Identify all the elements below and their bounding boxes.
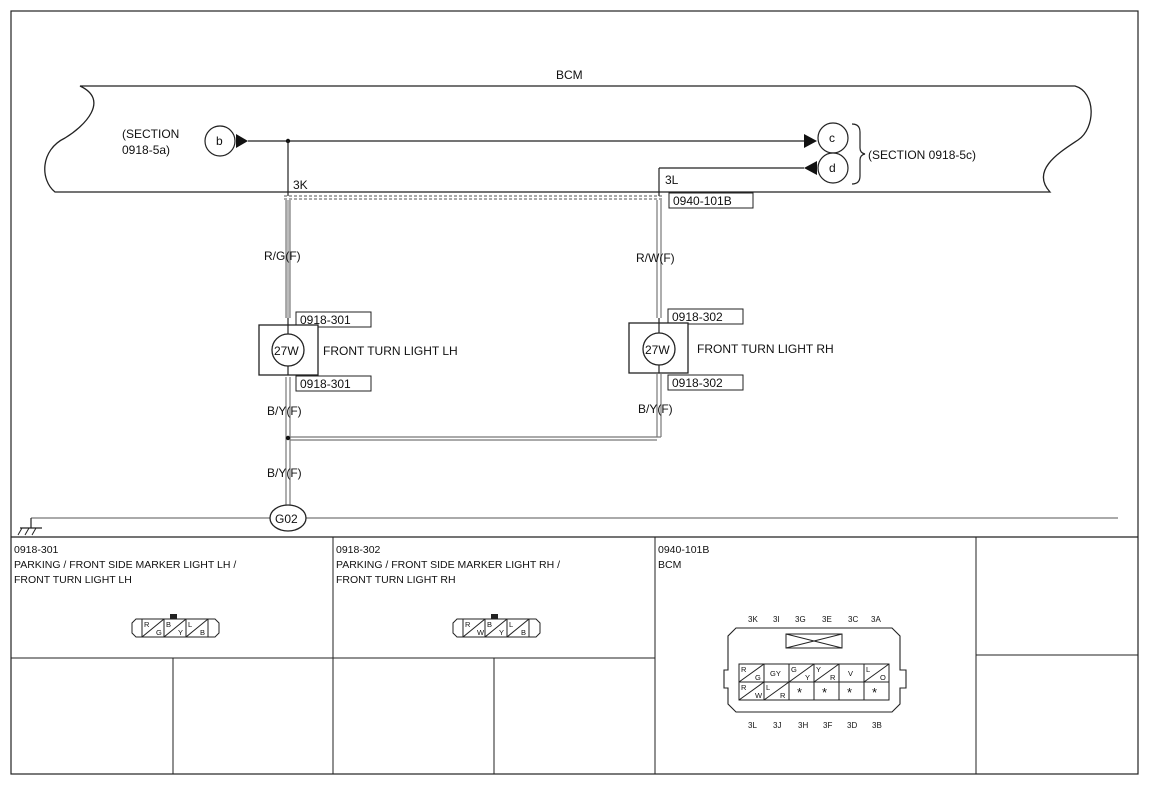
arrow-d-icon [804,161,817,175]
ground-g02-circle [269,504,307,532]
connector2-name-2: FRONT TURN LIGHT RH [336,574,456,586]
section-right-label: (SECTION 0918-5c) [868,148,976,162]
connector3-name: BCM [658,559,681,571]
right-wire-top-label: R/W(F) [636,251,675,265]
diagram-frame [10,10,1139,775]
svg-text:3L: 3L [748,721,757,730]
right-conn-bottom-box [667,374,744,391]
svg-text:L: L [188,620,192,629]
svg-text:B: B [166,620,171,629]
svg-text:R: R [465,620,471,629]
svg-text:R: R [830,673,836,682]
ground-g02-label: G02 [275,512,298,526]
bcm-top-pin-labels: 3K 3I 3G 3E 3C 3A [748,615,881,624]
connector1-name: PARKING / FRONT SIDE MARKER LIGHT LH / [14,559,236,571]
arrow-b-icon [236,134,248,148]
connector1-face: R G B Y L B [131,614,220,638]
connector2-name: PARKING / FRONT SIDE MARKER LIGHT RH / [336,559,560,571]
connector-d-label: d [829,161,836,175]
svg-text:3H: 3H [798,721,808,730]
right-bulb-label: 27W [645,343,670,357]
right-conn-bottom-label: 0918-302 [672,376,723,390]
svg-text:R: R [780,691,786,700]
svg-text:3D: 3D [847,721,857,730]
connector-b-circle [204,125,236,157]
svg-text:O: O [880,673,886,682]
svg-text:GY: GY [770,669,781,678]
left-wire-top-label: R/G(F) [264,249,301,263]
svg-text:3F: 3F [823,721,832,730]
connector-b-label: b [216,134,223,148]
svg-text:*: * [872,685,877,700]
right-conn-top-box [667,308,744,325]
svg-text:3G: 3G [795,615,806,624]
junction-dot [285,435,291,441]
svg-text:L: L [766,683,770,692]
svg-text:Y: Y [499,628,504,637]
bcm-bottom-pin-labels: 3L 3J 3H 3F 3D 3B [748,721,882,730]
bcm-module-outline [44,85,1092,193]
connector2-id: 0918-302 [336,544,381,556]
svg-text:Y: Y [816,665,821,674]
arrow-c-icon [804,134,817,148]
svg-text:R: R [741,683,747,692]
svg-text:V: V [848,669,853,678]
svg-text:R: R [144,620,150,629]
svg-text:3J: 3J [773,721,781,730]
ground-wire-label: B/Y(F) [267,466,302,480]
connector-d-circle [817,152,849,184]
svg-text:Y: Y [178,628,183,637]
left-conn-bottom-box [295,375,372,392]
svg-text:*: * [847,685,852,700]
svg-text:G: G [156,628,162,637]
svg-text:R: R [741,665,747,674]
svg-text:3K: 3K [748,615,758,624]
left-conn-top-box [295,311,372,328]
svg-text:G: G [791,665,797,674]
svg-text:*: * [797,685,802,700]
svg-text:G: G [755,673,761,682]
section-left-label: (SECTION [122,127,179,141]
left-bulb-label: 27W [274,344,299,358]
connector3-face: 3K 3I 3G 3E 3C 3A R G GY G Y Y R V L [723,615,907,730]
left-conn-bottom-label: 0918-301 [300,377,351,391]
connector1-id: 0918-301 [14,544,59,556]
right-lamp-label: FRONT TURN LIGHT RH [697,342,834,356]
svg-text:B: B [521,628,526,637]
svg-text:3A: 3A [871,615,881,624]
left-lamp-label: FRONT TURN LIGHT LH [323,344,458,358]
svg-text:3C: 3C [848,615,858,624]
svg-text:W: W [755,691,763,700]
svg-text:L: L [509,620,513,629]
section-left-label-2: 0918-5a) [122,143,170,157]
connector-id-label: 0940-101B [673,194,732,208]
right-conn-top-label: 0918-302 [672,310,723,324]
section-brace [851,123,866,185]
connector-c-label: c [829,131,835,145]
connector-id-box [668,192,754,209]
svg-text:3I: 3I [773,615,780,624]
svg-text:B: B [200,628,205,637]
left-conn-top-label: 0918-301 [300,313,351,327]
svg-text:Y: Y [805,673,810,682]
connector3-id: 0940-101B [658,544,709,556]
svg-text:3E: 3E [822,615,832,624]
left-wire-bottom-label: B/Y(F) [267,404,302,418]
pin-3l-label: 3L [665,173,679,187]
connector2-face: R W B Y L B [452,614,541,638]
svg-text:*: * [822,685,827,700]
svg-text:B: B [487,620,492,629]
pin-3k-label: 3K [293,178,308,192]
connector1-name-2: FRONT TURN LIGHT LH [14,574,132,586]
bcm-title: BCM [556,68,583,82]
svg-text:L: L [866,665,870,674]
svg-text:W: W [477,628,485,637]
right-wire-bottom-label: B/Y(F) [638,402,673,416]
svg-text:3B: 3B [872,721,882,730]
